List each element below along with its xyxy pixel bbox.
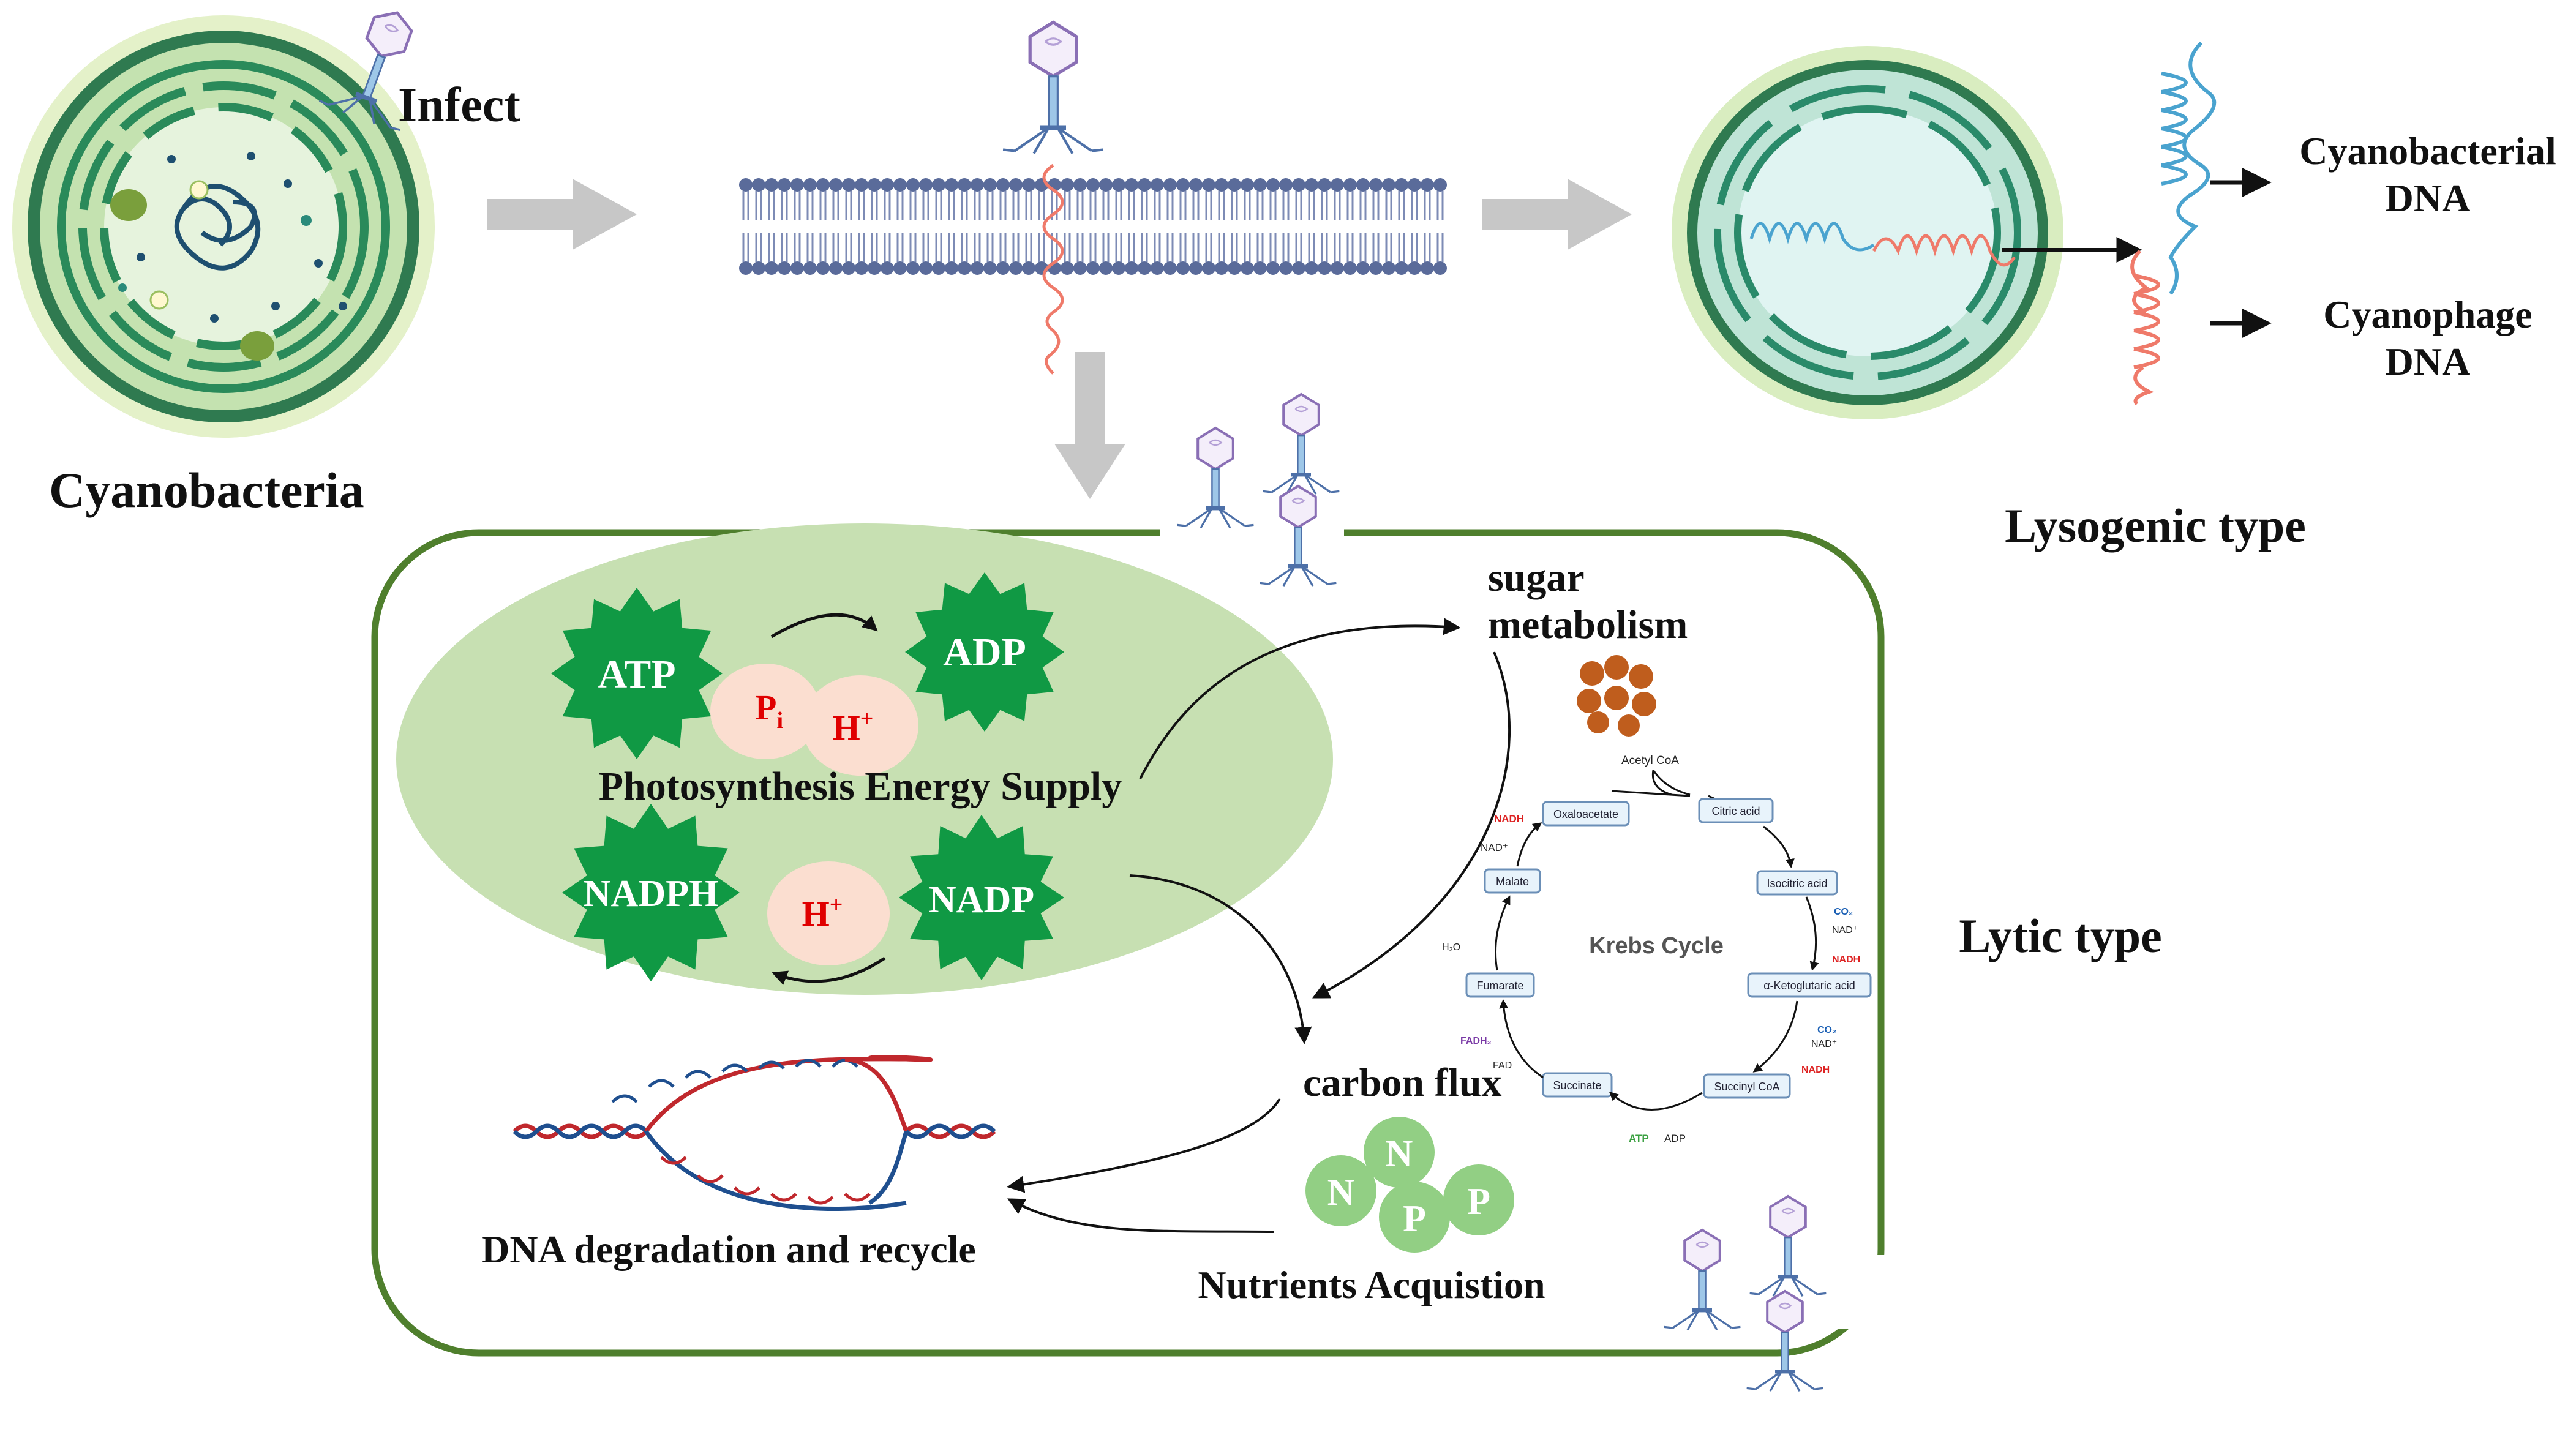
infect-label: Infect: [398, 78, 520, 132]
nutrient-n-2: N: [1327, 1172, 1355, 1213]
krebs-fumarate: Fumarate: [1476, 980, 1523, 992]
cell-membrane: [739, 178, 1447, 275]
cyanobacteria-label: Cyanobacteria: [49, 462, 364, 518]
cyanobacterial-dna-label-2: DNA: [2386, 176, 2471, 220]
atp-label: ATP: [598, 652, 675, 697]
krebs-citric-acid: Citric acid: [1711, 805, 1760, 817]
krebs-nadh-1: NADH: [1494, 813, 1524, 825]
krebs-adp: ADP: [1664, 1133, 1686, 1144]
arrow-nadp-to-nadph: [772, 956, 886, 985]
h-plus-label-2: H+: [802, 892, 843, 934]
krebs-nadh-2: NADH: [1832, 954, 1860, 965]
krebs-nad-3: NAD⁺: [1811, 1039, 1837, 1049]
carbon-flux-label: carbon flux: [1303, 1060, 1502, 1105]
arrow-carbon-to-dna: [1007, 1098, 1281, 1193]
gray-arrow-right-1: [487, 179, 637, 250]
cyanobacterium-cell: [12, 15, 435, 438]
krebs-acetyl-coa: Acetyl CoA: [1621, 754, 1679, 767]
krebs-malate: Malate: [1496, 875, 1529, 888]
nadp-star: [899, 815, 1064, 980]
krebs-fad: FAD: [1493, 1060, 1512, 1071]
h-plus-label-1: H+: [833, 706, 874, 748]
phage-on-membrane-icon: [1003, 23, 1103, 154]
pi-bubble: [710, 664, 820, 759]
krebs-nad-2: NAD⁺: [1832, 925, 1858, 935]
cyanophage-dna-label-1: Cyanophage: [2323, 293, 2532, 336]
krebs-co2-1: CO₂: [1834, 907, 1853, 917]
gray-arrow-down: [1054, 352, 1125, 499]
lytic-type-label: Lytic type: [1959, 909, 2161, 962]
sugar-molecules-icon: [1577, 655, 1656, 737]
cyanobacterial-dna-label-1: Cyanobacterial: [2299, 129, 2556, 173]
lysogenic-cell: [1672, 46, 2063, 419]
dna-degradation-label: DNA degradation and recycle: [481, 1228, 976, 1271]
lysogenic-type-label: Lysogenic type: [2005, 499, 2306, 552]
krebs-succinyl-coa: Succinyl CoA: [1714, 1081, 1779, 1093]
nadp-label: NADP: [929, 879, 1034, 921]
krebs-nadh-3: NADH: [1801, 1065, 1830, 1075]
krebs-ketoglutaric-acid: α-Ketoglutaric acid: [1763, 980, 1855, 992]
phage-top-1-icon: [1177, 428, 1254, 528]
sugar-label: sugar: [1488, 555, 1585, 600]
nutrient-n-1: N: [1386, 1133, 1413, 1175]
pi-label: Pi: [755, 688, 783, 733]
injected-phage-dna: [1042, 163, 1064, 375]
nutrient-p-2: P: [1467, 1181, 1490, 1223]
krebs-cycle-diagram: Acetyl CoA Oxaloacetate Citric acid Isoc…: [1442, 754, 1872, 1144]
arrow-photosynthesis-to-sugar: [1139, 618, 1461, 779]
adp-star: [905, 572, 1064, 732]
nutrient-molecules: [1305, 1117, 1514, 1253]
arrow-nadp-to-carbon: [1129, 874, 1312, 1044]
nutrients-label: Nutrients Acquistion: [1198, 1263, 1545, 1306]
h-plus-bubble-2: [767, 861, 890, 965]
metabolism-label: metabolism: [1488, 602, 1688, 647]
cyanophage-dna-label-2: DNA: [2386, 340, 2471, 383]
arrow-atp-to-adp: [770, 613, 878, 639]
gray-arrow-right-2: [1482, 179, 1632, 250]
arrow-nutrients-to-dna: [1007, 1198, 1274, 1233]
nutrient-p-1: P: [1403, 1198, 1426, 1240]
h-plus-bubble-1: [802, 675, 918, 776]
photosynthesis-label: Photosynthesis Energy Supply: [599, 764, 1122, 809]
dna-replication-bubble: [513, 1054, 996, 1211]
arrow-sugar-to-carbon: [1312, 651, 1511, 999]
integrated-dna-coil: [2130, 41, 2217, 406]
nadph-label: NADPH: [584, 873, 718, 915]
krebs-h2o: H₂O: [1442, 942, 1460, 953]
krebs-succinate: Succinate: [1553, 1079, 1601, 1092]
krebs-title: Krebs Cycle: [1589, 933, 1724, 959]
adp-label: ADP: [943, 630, 1026, 675]
krebs-co2-2: CO₂: [1817, 1025, 1836, 1035]
nadph-star: [562, 804, 740, 981]
atp-star: [551, 588, 723, 759]
krebs-nad-1: NAD⁺: [1481, 842, 1508, 853]
krebs-atp: ATP: [1629, 1133, 1649, 1144]
krebs-isocitric-acid: Isocitric acid: [1767, 877, 1827, 890]
krebs-oxaloacetate: Oxaloacetate: [1553, 808, 1618, 820]
krebs-fadh2: FADH₂: [1460, 1036, 1492, 1046]
phage-top-2-icon: [1263, 394, 1340, 494]
